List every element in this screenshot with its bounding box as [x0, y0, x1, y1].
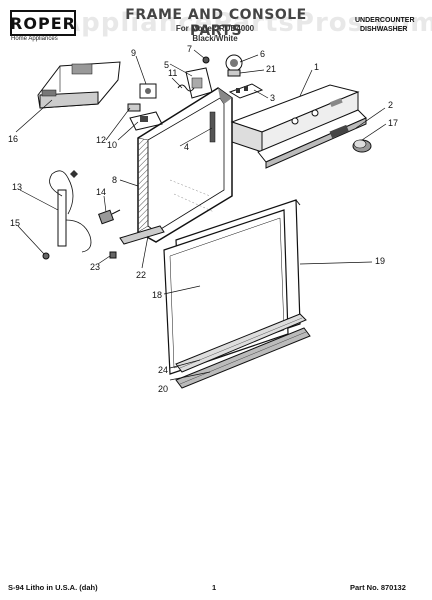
- callout-4: 4: [184, 142, 189, 152]
- part-4-strip: [209, 111, 216, 143]
- part-13-wiring-harness: [49, 170, 92, 253]
- callout-1: 1: [314, 62, 319, 72]
- callout-18: 18: [152, 290, 162, 300]
- callout-8: 8: [112, 175, 117, 185]
- model-number: For Model: RUD4000: [175, 24, 255, 33]
- part-14-connector: [98, 209, 121, 225]
- callout-9: 9: [131, 48, 136, 58]
- part-23-clip: [109, 251, 117, 259]
- callout-16: 16: [8, 134, 18, 144]
- part-8-door-frame: [137, 87, 233, 243]
- page-title: FRAME AND CONSOLE PARTS: [125, 7, 307, 39]
- part-20-bottom-strip: [175, 327, 311, 389]
- part-11-latch-spring: [177, 84, 195, 92]
- part-6-switch: [225, 54, 243, 72]
- brand-logo: ROPER: [10, 10, 76, 36]
- callout-15: 15: [10, 218, 20, 228]
- category-line-1: UNDERCOUNTER: [355, 17, 415, 24]
- brand-subtitle: Home Appliances: [11, 36, 58, 42]
- callout-13: 13: [12, 182, 22, 192]
- watermark: AppliancePartsPros.com: [60, 8, 432, 38]
- callout-10: 10: [107, 140, 117, 150]
- callout-5: 5: [164, 60, 169, 70]
- callout-14: 14: [96, 187, 106, 197]
- part-16-console-top: [37, 61, 121, 109]
- part-1-console-panel: [230, 84, 360, 153]
- callout-2: 2: [388, 100, 393, 110]
- color-variant: Black/White: [192, 34, 238, 43]
- part-21-clip: [227, 69, 241, 77]
- part-22-bottom-channel: [119, 225, 165, 245]
- callout-11: 11: [168, 68, 177, 78]
- part-9-bracket: [139, 83, 157, 99]
- part-10-hinge: [129, 111, 163, 131]
- footer-part-number: Part No. 870132: [350, 583, 406, 592]
- part-17-knob: [352, 139, 372, 153]
- callout-23: 23: [90, 262, 100, 272]
- part-15-ground-screw: [42, 252, 50, 260]
- part-3-switch-assembly: [228, 83, 264, 99]
- callout-3: 3: [270, 93, 275, 103]
- callout-22: 22: [136, 270, 146, 280]
- callout-21: 21: [266, 64, 276, 74]
- callout-24: 24: [158, 365, 168, 375]
- footer-litho: S-94 Litho in U.S.A. (dah): [8, 583, 98, 592]
- callout-leader-lines: [15, 49, 387, 381]
- brand-name: ROPER: [10, 13, 76, 33]
- callout-20: 20: [158, 384, 168, 394]
- category-line-2: DISHWASHER: [360, 26, 408, 33]
- footer-page-number: 1: [212, 583, 217, 592]
- part-7-screw: [202, 56, 210, 64]
- part-2-console-trim: [257, 109, 367, 169]
- callout-12: 12: [96, 135, 106, 145]
- part-12-bushing: [127, 103, 141, 112]
- callout-6: 6: [260, 49, 265, 59]
- callout-19: 19: [375, 256, 385, 266]
- callout-17: 17: [388, 118, 398, 128]
- callout-7: 7: [187, 44, 192, 54]
- part-24-lower-trim: [175, 313, 307, 373]
